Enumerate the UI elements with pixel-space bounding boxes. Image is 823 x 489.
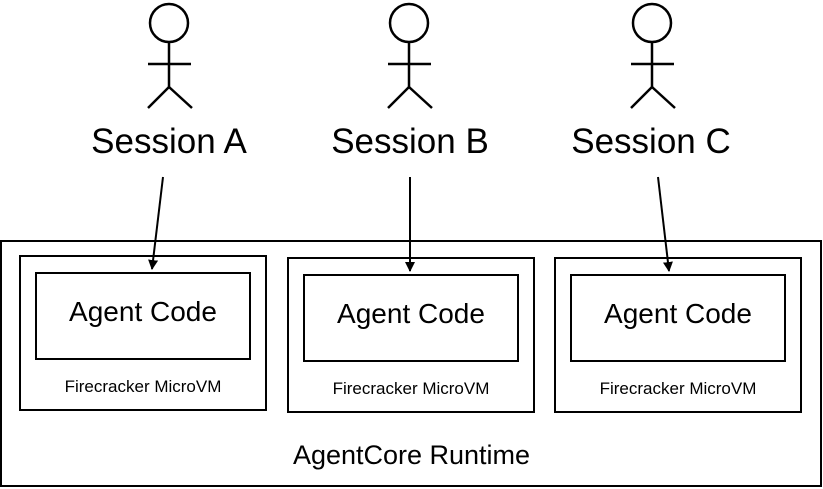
session-a-label: Session A: [91, 122, 247, 161]
user-icon-b: [387, 2, 433, 109]
agent-code-box-a: [35, 272, 251, 360]
agent-code-a-label: Agent Code: [69, 296, 217, 327]
microvm-c-label: Firecracker MicroVM: [599, 379, 757, 398]
microvm-b-label: Firecracker MicroVM: [332, 379, 490, 398]
user-icon-c: [630, 2, 676, 109]
agent-code-b-label: Agent Code: [337, 298, 485, 329]
runtime-label: AgentCore Runtime: [292, 440, 531, 470]
agent-code-box-b: [303, 274, 519, 362]
arrow-session-a: [148, 176, 164, 270]
session-c-label: Session C: [571, 122, 731, 161]
microvm-a-label: Firecracker MicroVM: [64, 377, 222, 396]
microvm-box-a: [19, 255, 267, 411]
user-icon-a: [147, 2, 193, 109]
microvm-box-c: [554, 257, 802, 413]
arrow-session-c: [657, 176, 673, 272]
agent-code-c-label: Agent Code: [604, 298, 752, 329]
agent-code-box-c: [570, 274, 786, 362]
session-b-label: Session B: [331, 122, 489, 161]
